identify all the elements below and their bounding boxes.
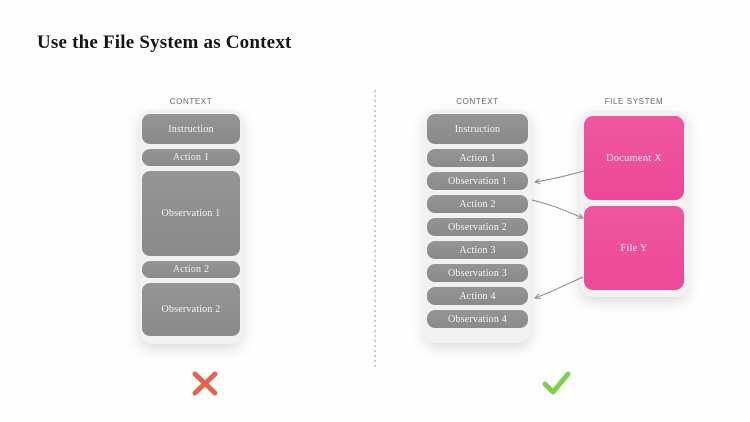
divider-dotted-line [374, 90, 376, 368]
context-box-observation-1: Observation 1 [427, 172, 528, 190]
file-system-container: Document X File Y [580, 111, 688, 297]
arrow-action-2-to-file-y [531, 199, 585, 219]
context-box-action-1: Action 1 [142, 149, 240, 166]
context-box-observation-3: Observation 3 [427, 264, 528, 282]
context-box-observation-4: Observation 4 [427, 310, 528, 328]
left-context-container: Instruction Action 1 Observation 1 Actio… [139, 110, 243, 344]
context-box-observation-2: Observation 2 [142, 283, 240, 336]
context-box-action-2: Action 2 [427, 195, 528, 213]
file-system-column-label: FILE SYSTEM [604, 97, 664, 106]
context-box-observation-2: Observation 2 [427, 218, 528, 236]
context-box-action-2: Action 2 [142, 261, 240, 278]
arrow-document-x-to-observation-1 [533, 170, 585, 185]
context-box-action-1: Action 1 [427, 149, 528, 167]
arrow-file-y-to-action-4 [533, 276, 584, 300]
left-context-column-label: CONTEXT [169, 97, 213, 106]
right-context-container: Instruction Action 1 Observation 1 Actio… [424, 110, 531, 343]
context-box-observation-1: Observation 1 [142, 171, 240, 256]
check-icon [541, 370, 572, 401]
context-box-action-3: Action 3 [427, 241, 528, 259]
cross-icon [192, 371, 218, 401]
page-title: Use the File System as Context [37, 32, 292, 53]
context-box-instruction: Instruction [427, 114, 528, 144]
file-box-file-y: File Y [584, 206, 684, 290]
right-context-column-label: CONTEXT [456, 97, 499, 106]
context-box-action-4: Action 4 [427, 287, 528, 305]
file-box-document-x: Document X [584, 116, 684, 200]
context-box-instruction: Instruction [142, 114, 240, 144]
